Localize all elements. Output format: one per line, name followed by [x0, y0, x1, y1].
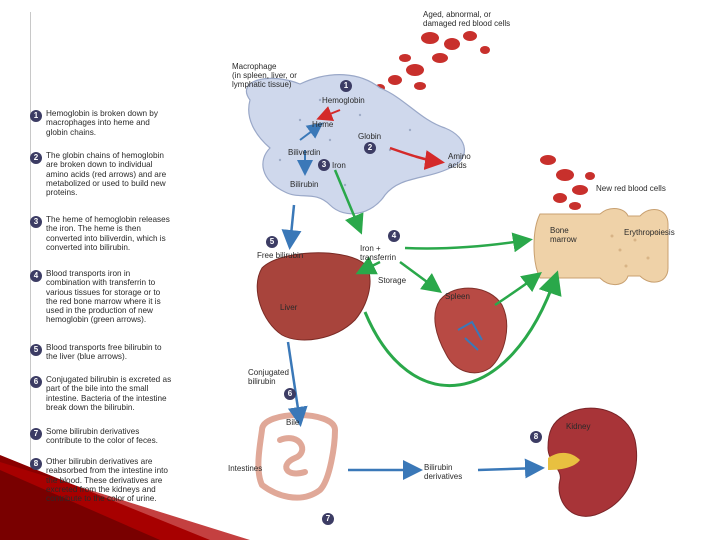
label-iron: Iron [332, 161, 346, 170]
step-badge: 8 [30, 458, 42, 470]
step-badge: 2 [30, 152, 42, 164]
spleen-organ [434, 287, 508, 374]
diagram-badge-2: 2 [364, 142, 376, 154]
liver-organ [256, 252, 371, 341]
label-liver: Liver [280, 303, 298, 312]
step-badge: 1 [30, 110, 42, 122]
step-text: The heme of hemoglobin releases the iron… [46, 215, 170, 252]
step-badge: 4 [30, 270, 42, 282]
label-free-bilirubin: Free bilirubin [257, 251, 304, 260]
step-badge: 7 [30, 428, 42, 440]
diagram-badge-7: 7 [322, 513, 334, 525]
label-kidney: Kidney [566, 422, 591, 431]
intestines-organ [255, 412, 339, 501]
step-text: Conjugated bilirubin is excreted as part… [46, 375, 172, 412]
corner-accent-shape [0, 455, 250, 540]
label-globin: Globin [358, 132, 382, 141]
diagram-badge-4: 4 [388, 230, 400, 242]
label-biliverdin: Biliverdin [288, 148, 321, 157]
label-new-rbc: New red blood cells [596, 184, 666, 193]
label-erythropoiesis: Erythropoiesis [624, 228, 675, 237]
new-red-blood-cells [540, 155, 595, 210]
diagram-badge-8: 8 [530, 431, 542, 443]
label-storage: Storage [378, 276, 407, 285]
step-badge: 6 [30, 376, 42, 388]
label-bilirubin: Bilirubin [290, 180, 319, 189]
step-badge: 5 [30, 344, 42, 356]
aged-red-blood-cells [375, 31, 490, 92]
label-iron-transferrin: Iron +transferrin [360, 244, 397, 262]
macrophage-cell [245, 74, 465, 215]
step-text: The globin chains of hemoglobin are brok… [46, 151, 167, 198]
label-intestines: Intestines [228, 464, 263, 473]
step-text: Blood transports iron in combination wit… [46, 269, 161, 325]
diagram-badge-3: 3 [318, 159, 330, 171]
label-heme: Heme [312, 120, 334, 129]
diagram-badge-6: 6 [284, 388, 296, 400]
step-text: Hemoglobin is broken down by macrophages… [46, 109, 158, 137]
label-bile: Bile [286, 418, 300, 427]
step-text: Some bilirubin derivatives contribute to… [46, 427, 158, 446]
diagram-badge-5: 5 [266, 236, 278, 248]
step-text: Blood transports free bilirubin to the l… [46, 343, 162, 362]
step-text: Other bilirubin derivatives are reabsorb… [46, 457, 168, 504]
bone-marrow [533, 208, 669, 285]
label-spleen: Spleen [445, 292, 470, 301]
diagram-badge-1: 1 [340, 80, 352, 92]
divider-line [30, 12, 31, 520]
step-badge: 3 [30, 216, 42, 228]
label-hemoglobin: Hemoglobin [322, 96, 365, 105]
kidney-organ [547, 407, 638, 517]
